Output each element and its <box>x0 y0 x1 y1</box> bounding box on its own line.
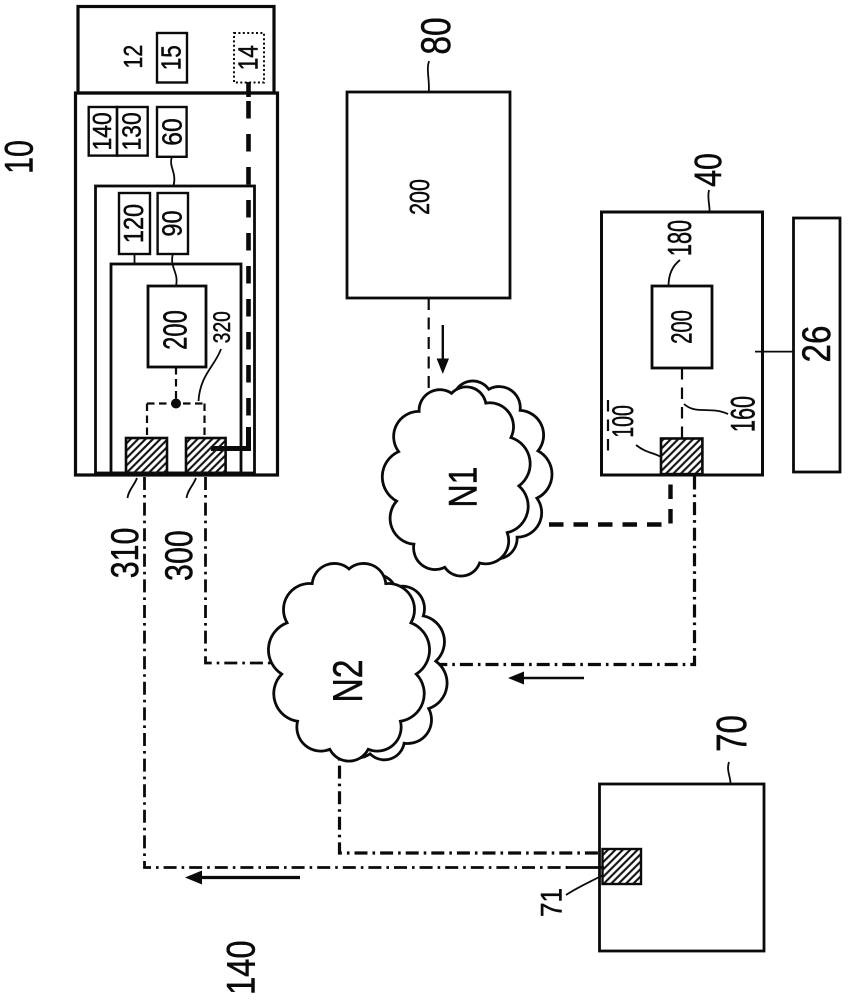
svg-text:160: 160 <box>725 396 763 432</box>
svg-text:100: 100 <box>607 405 640 438</box>
svg-text:130: 130 <box>118 112 147 150</box>
svg-text:71: 71 <box>535 888 568 917</box>
svg-text:26: 26 <box>794 326 839 363</box>
svg-text:10: 10 <box>0 140 42 174</box>
svg-text:40: 40 <box>688 153 730 187</box>
svg-text:70: 70 <box>708 715 756 752</box>
svg-text:140: 140 <box>218 940 263 995</box>
svg-text:200: 200 <box>405 179 435 215</box>
svg-text:15: 15 <box>157 45 188 70</box>
svg-text:90: 90 <box>158 210 188 236</box>
svg-text:80: 80 <box>413 17 459 54</box>
svg-text:60: 60 <box>156 118 188 146</box>
svg-text:12: 12 <box>119 45 149 69</box>
svg-text:200: 200 <box>666 310 698 344</box>
svg-text:200: 200 <box>158 310 195 350</box>
svg-text:300: 300 <box>158 530 201 581</box>
svg-text:120: 120 <box>119 204 149 243</box>
svg-text:14: 14 <box>234 45 265 70</box>
svg-text:180: 180 <box>662 220 699 256</box>
svg-text:310: 310 <box>103 528 146 579</box>
svg-text:N2: N2 <box>325 660 371 703</box>
svg-text:N1: N1 <box>440 467 485 508</box>
svg-text:320: 320 <box>208 311 236 343</box>
svg-text:140: 140 <box>89 112 118 150</box>
